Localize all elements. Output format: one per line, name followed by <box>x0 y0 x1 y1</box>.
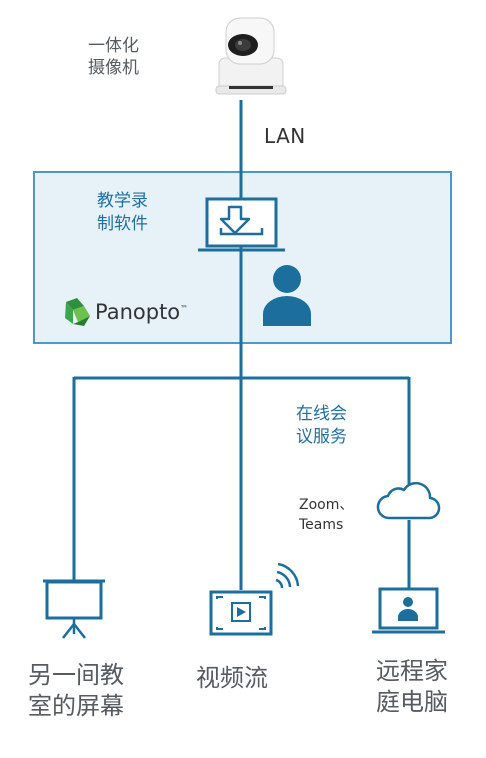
output-label-home-computer: 远程家 庭电脑 <box>376 657 448 716</box>
panopto-wordmark: Panopto™ <box>95 300 188 324</box>
brand-name: Panopto <box>95 300 181 324</box>
video-stream-icon <box>209 562 300 636</box>
laptop-user-icon <box>372 587 445 634</box>
laptop-download-icon <box>198 197 285 252</box>
projector-screen-icon <box>43 579 105 639</box>
online-service-providers: Zoom、 Teams <box>299 497 354 533</box>
output-label-remote-classroom: 另一间教 室的屏幕 <box>28 661 124 720</box>
output-label-video-stream: 视频流 <box>196 664 268 692</box>
camera-label: 一体化 摄像机 <box>88 36 139 78</box>
brand-trademark: ™ <box>180 304 189 313</box>
software-label: 教学录 制软件 <box>97 191 148 234</box>
lan-label: LAN <box>264 124 306 148</box>
cloud-icon <box>376 481 441 520</box>
online-service-label: 在线会 议服务 <box>296 404 347 447</box>
ptz-camera-icon <box>215 17 287 95</box>
panopto-logo-icon <box>65 298 90 326</box>
person-icon <box>263 265 311 326</box>
